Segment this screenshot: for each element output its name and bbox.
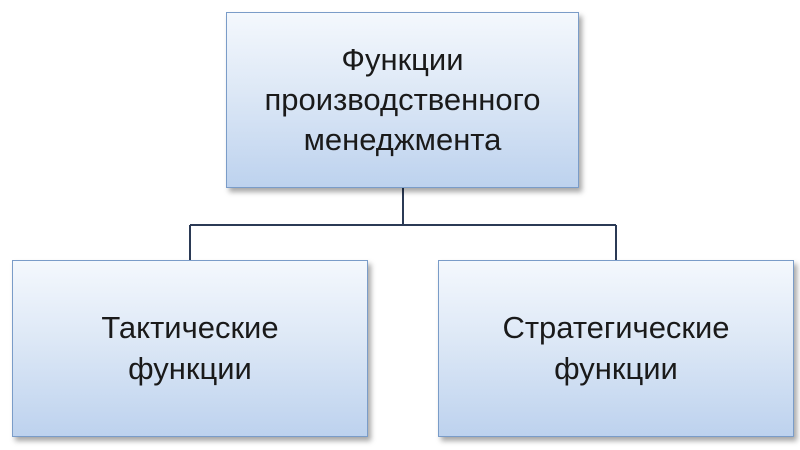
child-node-label: Стратегические функции — [502, 310, 730, 386]
child-node-label: Тактические функции — [101, 310, 279, 386]
root-node-production-management-functions: Функции производственного менеджмента — [226, 12, 579, 188]
root-node-label: Функции производственного менеджмента — [264, 41, 541, 158]
child-node-strategic-functions: Стратегические функции — [438, 260, 794, 437]
child-node-tactical-functions: Тактические функции — [12, 260, 368, 437]
